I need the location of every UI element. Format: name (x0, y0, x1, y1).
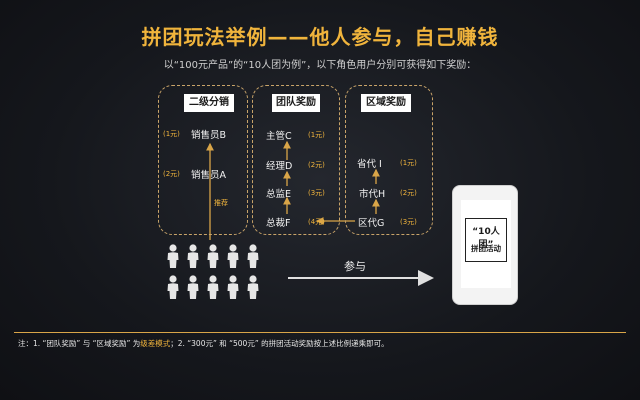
reward-h: (2元) (400, 189, 417, 197)
reward-g: (3元) (400, 218, 417, 226)
node-province-i: 省代 I (357, 159, 382, 170)
node-salesperson-a: 销售员A (191, 170, 226, 181)
edge-label-recommend: 推荐 (214, 199, 228, 207)
person-icon (207, 244, 219, 268)
node-director-d: 经理D (266, 161, 293, 172)
node-president-f: 总裁F (266, 218, 291, 229)
node-salesperson-b: 销售员B (191, 130, 227, 141)
reward-e: (3元) (308, 189, 325, 197)
node-district-g: 区代G (358, 218, 385, 229)
panel-title: 团队奖励 (272, 94, 320, 112)
footer-highlight: 级差模式 (140, 339, 171, 348)
reward-i: (1元) (400, 159, 417, 167)
person-icon (167, 244, 179, 268)
reward-c: (1元) (308, 131, 325, 139)
reward-d: (2元) (308, 161, 325, 169)
phone-line-2: 拼团活动 (471, 244, 501, 253)
join-label: 参与 (344, 260, 366, 273)
phone-icon: “10人团” 拼团活动 (452, 185, 518, 305)
person-icon (247, 244, 259, 268)
panel-team-reward: 团队奖励 (252, 85, 340, 235)
node-chief-e: 总监E (266, 189, 292, 200)
node-city-h: 市代H (359, 189, 386, 200)
person-icon (187, 275, 199, 299)
reward-b: (1元) (163, 130, 180, 138)
page-title: 拼团玩法举例——他人参与，自己赚钱 (141, 25, 499, 49)
panel-title: 区域奖励 (361, 94, 411, 112)
footer-divider (14, 332, 626, 333)
person-icon (207, 275, 219, 299)
panel-regional-reward: 区域奖励 (345, 85, 433, 235)
footer-note: 注：1. “团队奖励” 与 “区域奖励” 为级差模式；2. “300元” 和 “… (18, 338, 389, 349)
person-icon (247, 275, 259, 299)
phone-card: “10人团” 拼团活动 (465, 218, 507, 262)
person-icon (227, 275, 239, 299)
page-subtitle: 以“100元产品”的“10人团为例”，以下角色用户分别可获得如下奖励： (163, 60, 477, 71)
reward-f: (4元) (308, 218, 325, 226)
person-icon (227, 244, 239, 268)
panel-secondary-distribution: 二级分销 (158, 85, 248, 235)
person-icon (167, 275, 179, 299)
person-icon (187, 244, 199, 268)
node-manager-c: 主管C (266, 131, 292, 142)
footer-prefix: 注：1. “团队奖励” 与 “区域奖励” 为 (18, 339, 141, 348)
reward-a: (2元) (163, 170, 180, 178)
footer-suffix: ；2. “300元” 和 “500元” 的拼团活动奖励按上述比例递乘即可。 (170, 339, 389, 348)
phone-line-1: “10人团” (472, 227, 500, 250)
panel-title: 二级分销 (184, 94, 234, 112)
